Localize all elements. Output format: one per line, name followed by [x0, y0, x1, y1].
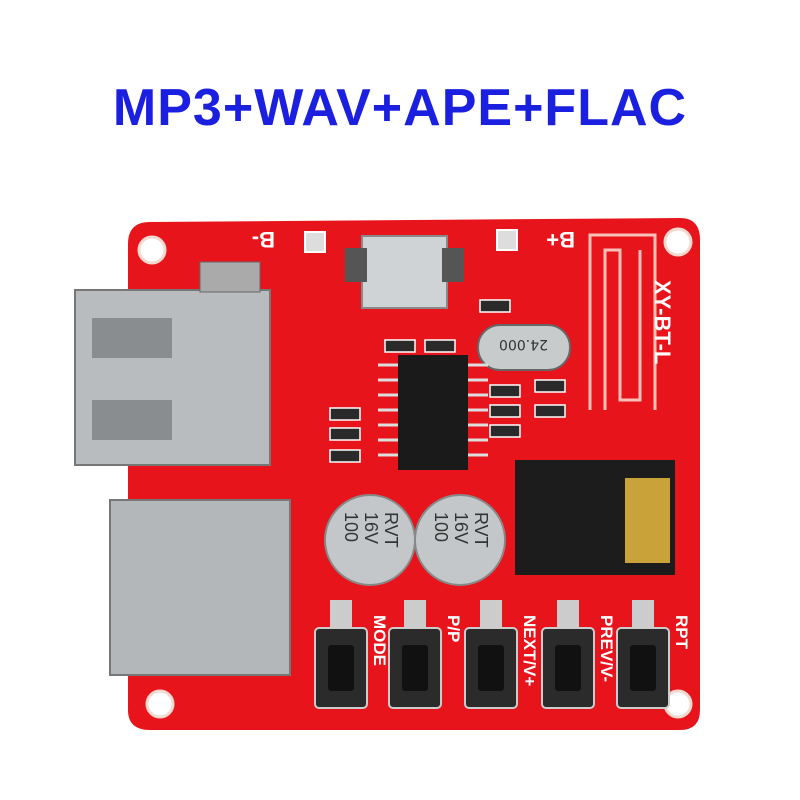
button-label: MODE: [370, 615, 389, 666]
button-next-v-[interactable]: NEXT/V+: [464, 600, 539, 709]
button-rpt[interactable]: RPT: [616, 600, 691, 709]
product-title: MP3+WAV+APE+FLAC: [112, 79, 688, 137]
sd-card-slot: [109, 499, 291, 676]
mounting-hole: [137, 235, 167, 265]
mounting-hole: [663, 227, 693, 257]
button-label: P/P: [444, 615, 463, 642]
model-label: XY-BT-L: [650, 280, 675, 364]
main-ic-chip: [398, 355, 468, 470]
crystal-label: 24.000: [499, 336, 548, 352]
mounting-hole: [145, 689, 175, 719]
button-label: NEXT/V+: [520, 615, 539, 686]
capacitor: 100 16V RVT: [414, 494, 506, 586]
button-label: PREV/V-: [597, 615, 616, 682]
battery-positive-label: B+: [546, 227, 575, 252]
button-mode[interactable]: MODE: [314, 600, 389, 709]
micro-usb-port: [361, 235, 448, 309]
battery-negative-label: B-: [252, 227, 275, 252]
capacitor: 100 16V RVT: [324, 494, 416, 586]
button-label: RPT: [672, 615, 691, 650]
svg-text:100 16V RVT: 100 16V RVT: [431, 512, 491, 549]
antenna-trace: [588, 233, 657, 410]
button-p-p[interactable]: P/P: [388, 600, 463, 709]
button-prev-v-[interactable]: PREV/V-: [541, 600, 616, 709]
crystal-oscillator: [477, 324, 571, 371]
svg-text:100 16V RVT: 100 16V RVT: [341, 512, 401, 549]
